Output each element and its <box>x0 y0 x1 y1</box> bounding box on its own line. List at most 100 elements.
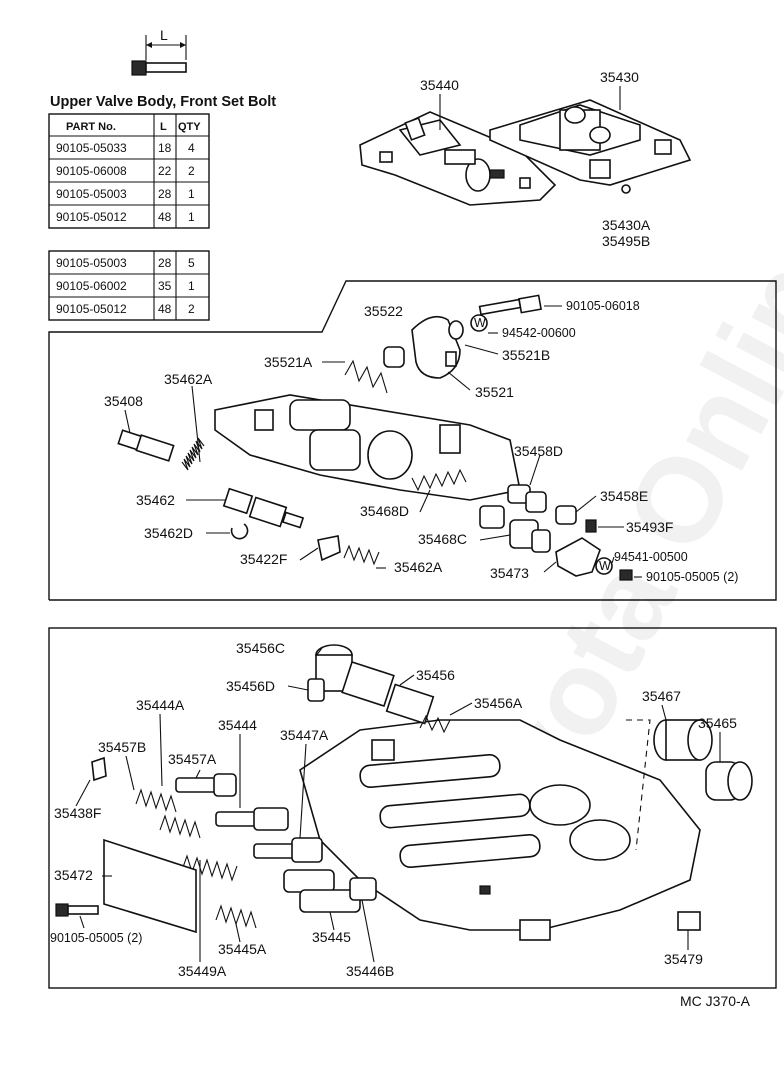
retainer-35422f <box>317 535 341 562</box>
dashed-guide <box>626 719 651 851</box>
label-35495b: 35495B <box>602 233 650 249</box>
label-90105-05005-mid: 90105-05005 (2) <box>646 570 738 584</box>
label-35447a: 35447A <box>280 727 329 743</box>
check-ball-35430a <box>621 184 631 194</box>
pin-35493f <box>585 519 597 533</box>
label-35422f: 35422F <box>240 551 287 567</box>
table-cell: 48 <box>158 302 172 316</box>
table-cell: 28 <box>158 187 172 201</box>
label-35430: 35430 <box>600 69 639 85</box>
label-35449a: 35449A <box>178 963 227 979</box>
table-header-part-no: PART No. <box>66 121 116 133</box>
label-35473: 35473 <box>490 565 529 581</box>
spring-35456a <box>419 714 451 734</box>
valve-35456 <box>315 644 435 725</box>
spring-35521a <box>344 346 405 394</box>
label-35521a: 35521A <box>264 354 313 370</box>
table-cell: 5 <box>188 256 195 270</box>
label-35430a: 35430A <box>602 217 651 233</box>
valves-35444 <box>175 773 377 913</box>
table-cell: 1 <box>188 210 195 224</box>
block-35479 <box>677 911 701 931</box>
label-35458e: 35458E <box>600 488 648 504</box>
label-35479: 35479 <box>664 951 703 967</box>
label-35462a-bottom: 35462A <box>394 559 443 575</box>
accumulator-35522 <box>411 315 461 379</box>
spring-35462a-bottom <box>343 544 380 566</box>
valve-body-35430 <box>489 99 692 186</box>
plug-35458e <box>555 505 577 525</box>
label-35445: 35445 <box>312 929 351 945</box>
table-header-qty: QTY <box>178 121 201 133</box>
table-cell: 48 <box>158 210 172 224</box>
plug-35465 <box>705 761 753 801</box>
sleeve-35456d <box>307 678 325 702</box>
label-35444a: 35444A <box>136 697 185 713</box>
spring-35468d <box>411 468 467 492</box>
table-cell: 90105-05012 <box>56 210 127 224</box>
table-cell: 1 <box>188 279 195 293</box>
label-35456a: 35456A <box>474 695 523 711</box>
plug-35458d <box>507 484 547 513</box>
table-cell: 1 <box>188 187 195 201</box>
label-35456: 35456 <box>416 667 455 683</box>
label-35522: 35522 <box>364 303 403 319</box>
label-35462: 35462 <box>136 492 175 508</box>
label-35445a: 35445A <box>218 941 267 957</box>
label-35462a-top: 35462A <box>164 371 213 387</box>
plate-35472 <box>103 838 197 934</box>
valve-35468c <box>479 505 551 553</box>
label-35467: 35467 <box>642 688 681 704</box>
label-35456d: 35456D <box>226 678 275 694</box>
bottom-section-frame <box>48 627 777 989</box>
table-cell: 22 <box>158 164 172 178</box>
washer-94541 <box>595 557 613 575</box>
bolt-90105-06018 <box>478 294 542 316</box>
part-35438f <box>91 756 107 782</box>
label-35438f: 35438F <box>54 805 101 821</box>
label-94542-00600: 94542-00600 <box>502 326 576 340</box>
label-35521: 35521 <box>475 384 514 400</box>
table-header-length: L <box>160 121 167 133</box>
table-cell: 28 <box>158 256 172 270</box>
label-35440: 35440 <box>420 77 459 93</box>
label-35408: 35408 <box>104 393 143 409</box>
label-35465: 35465 <box>698 715 737 731</box>
washer-mark: W <box>474 316 486 330</box>
valve-body-lower <box>299 719 701 941</box>
bolt-90105-05005-bottom <box>55 903 99 917</box>
valve-body-middle <box>214 394 521 501</box>
dimension-label: L <box>160 27 168 43</box>
cover-35473 <box>555 537 601 577</box>
spring-35462a-top <box>181 437 205 471</box>
label-35457a: 35457A <box>168 751 217 767</box>
label-90105-06018: 90105-06018 <box>566 299 640 313</box>
label-35468d: 35468D <box>360 503 409 519</box>
label-90105-05005-bottom: 90105-05005 (2) <box>50 931 142 945</box>
valve-body-35440 <box>359 111 557 206</box>
valve-35408 <box>117 429 175 462</box>
label-94541-00500: 94541-00500 <box>614 550 688 564</box>
label-35457b: 35457B <box>98 739 146 755</box>
table-cell: 90105-06002 <box>56 279 127 293</box>
middle-section-frame <box>48 280 777 601</box>
table-cell: 90105-05033 <box>56 141 127 155</box>
table-cell: 2 <box>188 164 195 178</box>
bolt-table-title: Upper Valve Body, Front Set Bolt <box>50 94 276 110</box>
label-35493f: 35493F <box>626 519 673 535</box>
label-35458d: 35458D <box>514 443 563 459</box>
bolt-90105-05005-mid <box>619 569 633 581</box>
seal-35521b <box>448 320 464 340</box>
table-cell: 90105-05003 <box>56 187 127 201</box>
table-cell: 18 <box>158 141 172 155</box>
label-35472: 35472 <box>54 867 93 883</box>
bolt-dimension-icon <box>131 35 187 76</box>
label-35468c: 35468C <box>418 531 467 547</box>
table-cell: 2 <box>188 302 195 316</box>
piston-35467 <box>653 719 713 761</box>
label-35446b: 35446B <box>346 963 394 979</box>
label-35444: 35444 <box>218 717 257 733</box>
label-35462d: 35462D <box>144 525 193 541</box>
diagram-code: MC J370-A <box>680 993 751 1009</box>
